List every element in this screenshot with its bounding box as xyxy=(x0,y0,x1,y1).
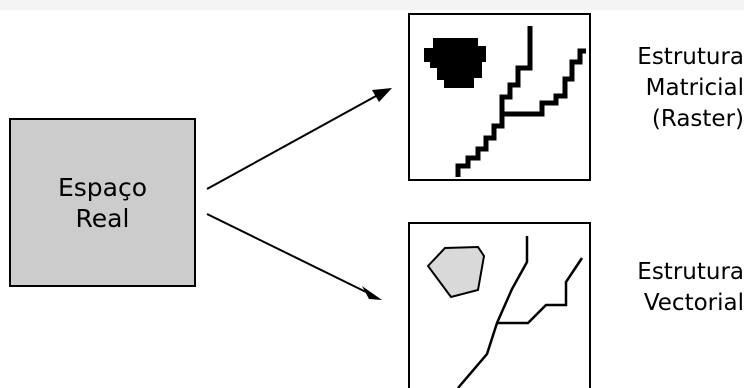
vector-label-line2: Vectorial xyxy=(643,290,744,316)
raster-line-branch xyxy=(502,48,586,117)
vector-label-line1: Estrutura xyxy=(637,259,744,285)
real-space-label-line1: Espaço xyxy=(57,172,148,202)
vector-structure xyxy=(408,222,591,388)
real-space-label: Espaço Real xyxy=(10,119,195,286)
real-space-box xyxy=(9,118,196,287)
vector-line-branch xyxy=(497,257,584,325)
raster-label-line3: (Raster) xyxy=(651,106,744,132)
raster-label: Estrutura Matricial (Raster) xyxy=(604,42,744,135)
vector-label: Estrutura Vectorial xyxy=(604,257,744,319)
arrow-to-raster xyxy=(206,88,392,190)
arrow-to-vector xyxy=(206,213,382,300)
vector-line-main xyxy=(457,236,529,388)
top-strip xyxy=(0,0,744,10)
raster-structure xyxy=(408,13,591,181)
raster-label-line1: Estrutura xyxy=(637,44,744,70)
raster-line-main xyxy=(455,26,533,177)
vector-polygon xyxy=(426,245,486,299)
real-space-label-line2: Real xyxy=(75,203,130,233)
raster-blob xyxy=(424,38,486,88)
raster-label-line2: Matricial xyxy=(645,75,744,101)
